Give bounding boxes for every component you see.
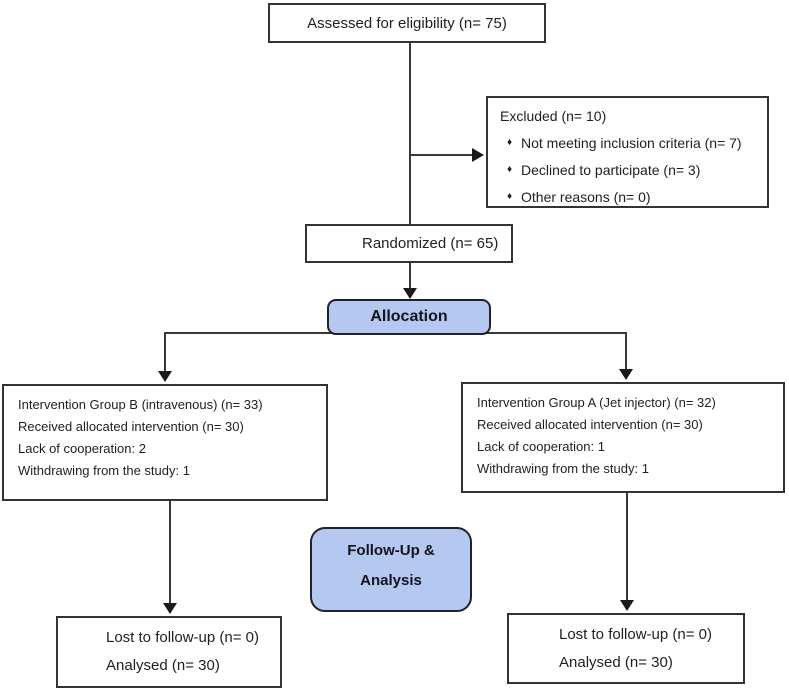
connector-group-a-to-lost (626, 493, 628, 602)
arrowhead-down-icon (403, 288, 417, 299)
group-a-line: Received allocated intervention (n= 30) (477, 417, 703, 432)
connector-group-b-to-lost (169, 501, 171, 605)
lost-followup-right-box: Lost to follow-up (n= 0) Analysed (n= 30… (507, 613, 745, 684)
lost-left-line: Lost to follow-up (n= 0) (106, 629, 259, 646)
connector-to-excluded (410, 154, 472, 156)
group-b-line: Lack of cooperation: 2 (18, 441, 146, 456)
allocation-label: Allocation (370, 308, 448, 325)
group-b-line: Intervention Group B (intravenous) (n= 3… (18, 397, 263, 412)
followup-analysis-badge: Follow-Up & Analysis (310, 527, 472, 612)
followup-label-line1: Follow-Up & (347, 541, 435, 559)
intervention-group-b-box: Intervention Group B (intravenous) (n= 3… (2, 384, 328, 501)
randomized-box: Randomized (n= 65) (305, 224, 513, 263)
randomized-label: Randomized (n= 65) (362, 235, 499, 252)
excluded-item-label: Other reasons (n= 0) (521, 188, 651, 205)
connector-assessed-to-randomized (409, 43, 411, 224)
branch-line-left-drop (164, 332, 166, 371)
excluded-bullet-item: ♦ Declined to participate (n= 3) (500, 156, 759, 183)
excluded-item-label: Not meeting inclusion criteria (n= 7) (521, 134, 742, 151)
arrowhead-down-icon (158, 371, 172, 382)
lost-right-line: Analysed (n= 30) (559, 654, 673, 671)
lost-right-line: Lost to follow-up (n= 0) (559, 626, 712, 643)
excluded-bullet-item: ♦ Not meeting inclusion criteria (n= 7) (500, 129, 759, 156)
followup-label-line2: Analysis (360, 571, 422, 589)
diamond-bullet-icon: ♦ (507, 164, 513, 175)
assessed-eligibility-box: Assessed for eligibility (n= 75) (268, 3, 546, 43)
arrowhead-right-icon (472, 148, 484, 162)
group-b-line: Withdrawing from the study: 1 (18, 463, 190, 478)
excluded-bullet-item: ♦ Other reasons (n= 0) (500, 183, 759, 210)
diamond-bullet-icon: ♦ (507, 191, 513, 202)
group-a-line: Withdrawing from the study: 1 (477, 461, 649, 476)
excluded-box: Excluded (n= 10) ♦ Not meeting inclusion… (486, 96, 769, 208)
group-a-line: Intervention Group A (Jet injector) (n= … (477, 395, 716, 410)
arrowhead-down-icon (620, 600, 634, 611)
group-b-line: Received allocated intervention (n= 30) (18, 419, 244, 434)
group-a-line: Lack of cooperation: 1 (477, 439, 605, 454)
branch-line-right-drop (625, 332, 627, 369)
lost-followup-left-box: Lost to follow-up (n= 0) Analysed (n= 30… (56, 616, 282, 688)
connector-randomized-to-allocation (409, 263, 411, 290)
excluded-title: Excluded (n= 10) (500, 108, 607, 124)
assessed-eligibility-label: Assessed for eligibility (n= 75) (307, 14, 507, 32)
arrowhead-down-icon (619, 369, 633, 380)
lost-left-line: Analysed (n= 30) (106, 657, 220, 674)
excluded-item-label: Declined to participate (n= 3) (521, 161, 701, 178)
intervention-group-a-box: Intervention Group A (Jet injector) (n= … (461, 382, 785, 493)
diamond-bullet-icon: ♦ (507, 137, 513, 148)
allocation-badge: Allocation (327, 299, 491, 335)
arrowhead-down-icon (163, 603, 177, 614)
